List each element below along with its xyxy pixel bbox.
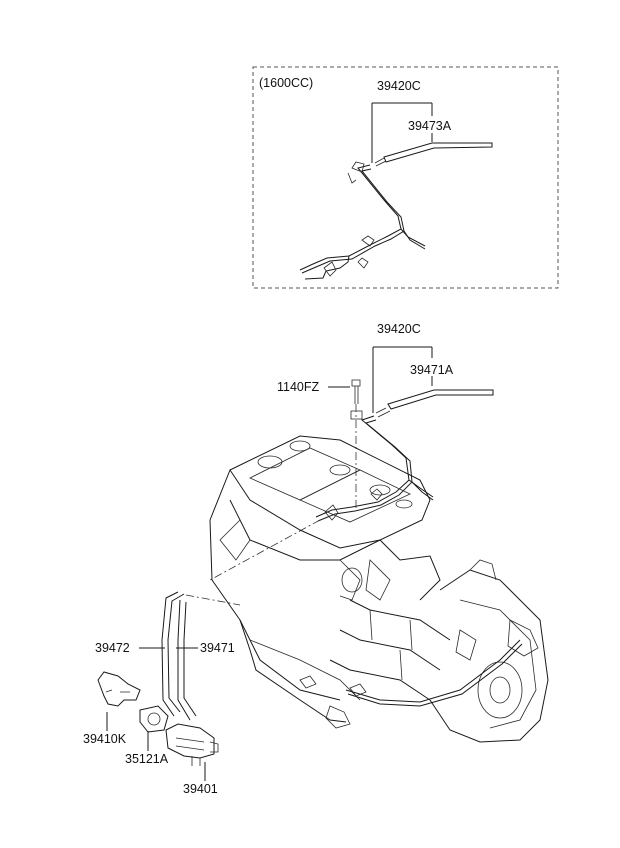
main-label-39420c: 39420C [377, 322, 421, 336]
main-labels: 39420C 39471A 1140FZ 39472 39471 39410K … [83, 322, 454, 796]
inset-pipe-assembly [299, 142, 493, 280]
main-label-1140fz: 1140FZ [277, 380, 320, 394]
inset-label-39420c: 39420C [377, 79, 421, 93]
valve-39401 [165, 723, 219, 766]
clamp-35121a [139, 705, 169, 733]
main-label-39471a: 39471A [410, 363, 454, 377]
lower-hoses [161, 591, 241, 721]
main-label-39472: 39472 [95, 641, 130, 655]
main-label-35121a: 35121A [125, 752, 169, 766]
main-pipe-assembly [209, 379, 494, 581]
main-label-39471: 39471 [200, 641, 235, 655]
inset-variant-box [252, 66, 559, 289]
inset-label-39473a: 39473A [408, 119, 452, 133]
engine-assembly [209, 435, 549, 743]
main-label-39401: 39401 [183, 782, 218, 796]
inset-leaders: 39420C 39473A [371, 79, 452, 163]
inset-engine-note: (1600CC) [259, 76, 313, 90]
main-label-39410k: 39410K [83, 732, 127, 746]
bracket-39410k [97, 671, 141, 707]
